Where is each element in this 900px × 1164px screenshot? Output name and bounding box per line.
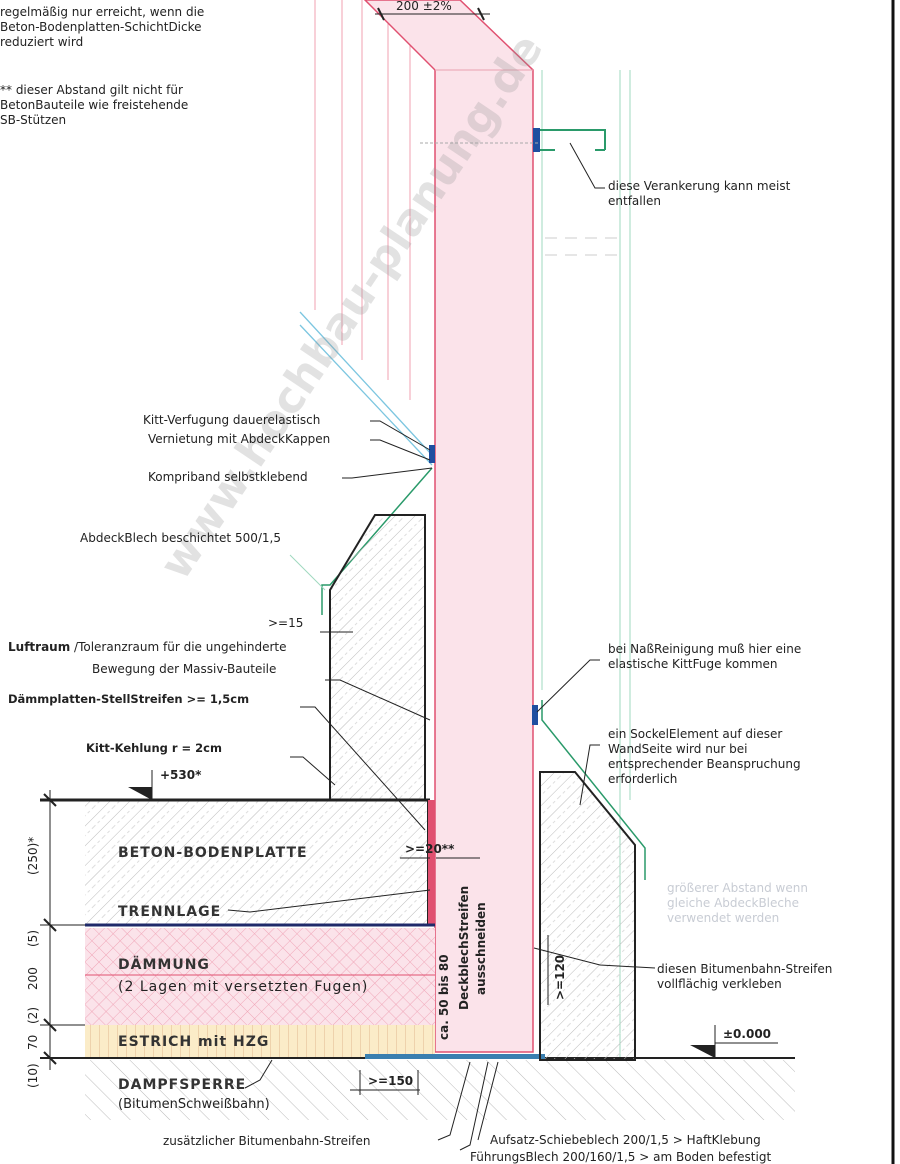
guide-lines (314, 0, 411, 400)
note-1: regelmäßig nur erreicht, wenn die Beton-… (0, 5, 204, 50)
layer-dampfsperre: DAMPFSPERRE (118, 1077, 247, 1093)
gap-20-dim: >=20** (405, 842, 455, 856)
anchor-label: diese Verankerung kann meist entfallen (608, 179, 790, 209)
layer-beton: BETON-BODENPLATTE (118, 845, 308, 861)
nass-label: bei NaßReinigung muß hier eine elastisch… (608, 642, 801, 672)
label-line: diesen Bitumenbahn-Streifen (657, 962, 833, 976)
label-line: verwendet werden (667, 911, 780, 925)
level-upper: +530* (160, 768, 202, 782)
level-zero: ±0.000 (723, 1027, 772, 1041)
height-120-dim: >=120 (553, 954, 567, 1000)
label-line: größerer Abstand wenn (667, 881, 808, 895)
layer-daemmung-note: (2 Lagen mit versetzten Fugen) (118, 979, 369, 995)
luftraum-label-2: Bewegung der Massiv-Bauteile (92, 662, 277, 676)
layer-daemmung: DÄMMUNG (118, 957, 210, 973)
fuehrung-label: FührungsBlech 200/160/1,5 > am Boden bef… (470, 1150, 772, 1164)
dim-70: 70 (26, 1034, 40, 1050)
insulation-layer (85, 928, 435, 1025)
bitumen-streifen-label: diesen Bitumenbahn-Streifen vollflächig … (657, 962, 832, 992)
zusaetzlich-label: zusätzlicher Bitumenbahn-Streifen (163, 1134, 371, 1148)
note-2: ** dieser Abstand gilt nicht für BetonBa… (0, 83, 188, 128)
note-line: SB-Stützen (0, 113, 67, 127)
dim-250: (250)* (26, 836, 40, 875)
note-line: BetonBauteile wie freistehende (0, 98, 189, 112)
label-line: elastische KittFuge kommen (608, 657, 778, 671)
label-line: ein SockelElement auf dieser (608, 727, 783, 741)
layer-estrich: ESTRICH mit HZG (118, 1034, 270, 1050)
label-line: bei NaßReinigung muß hier eine (608, 642, 802, 656)
gap-15-dim: >=15 (268, 616, 304, 630)
layer-dampfsperre-note: (BitumenSchweißbahn) (118, 1097, 270, 1112)
deckblech-label-2: ausschneiden (474, 902, 488, 995)
ground (85, 1060, 795, 1120)
label-line: diese Verankerung kann meist (608, 179, 791, 193)
label-line: vollflächig verkleben (657, 977, 782, 991)
concrete-slab (85, 800, 430, 925)
label-line: entsprechender Beanspruchung (608, 757, 801, 771)
kehlung-label: Kitt-Kehlung r = 2cm (86, 741, 222, 755)
daemm-streifen-label: Dämmplatten-StellStreifen >= 1,5cm (8, 692, 250, 706)
dim-2: (2) (26, 1007, 40, 1024)
dim-5: (5) (26, 930, 40, 947)
right-plinth (539, 771, 636, 1061)
anchor-bracket (540, 129, 606, 151)
label-line: erforderlich (608, 772, 678, 786)
aufsatz-label: Aufsatz-Schiebeblech 200/1,5 > HaftKlebu… (490, 1133, 761, 1147)
sockel-label: ein SockelElement auf dieser WandSeite w… (608, 727, 801, 787)
left-plinth (329, 514, 426, 801)
kitt-label: Kitt-Verfugung dauerelastisch (143, 413, 321, 427)
dim-10: (10) (26, 1063, 40, 1088)
screed-layer (85, 1025, 435, 1057)
niet-label: Vernietung mit AbdeckKappen (148, 432, 331, 446)
luftraum-label: Luftraum /Toleranzraum für die ungehinde… (8, 640, 287, 655)
note-line: reduziert wird (0, 35, 84, 49)
dim-200: 200 (26, 967, 40, 990)
abstand-label: größerer Abstand wenn gleiche AbdeckBlec… (667, 881, 808, 926)
note-line: regelmäßig nur erreicht, wenn die (0, 5, 205, 19)
wall-width-dim: 200 ±2% (396, 0, 452, 13)
cut-dim: ca. 50 bis 80 (437, 954, 451, 1040)
label-bold: Luftraum (8, 640, 71, 654)
deckblech-label-1: DeckblechStreifen (457, 885, 471, 1010)
note-line: ** dieser Abstand gilt nicht für (0, 83, 183, 97)
label-line: WandSeite wird nur bei (608, 742, 748, 756)
abdeck-label: AbdeckBlech beschichtet 500/1,5 (80, 531, 281, 545)
note-line: Beton-Bodenplatten-SchichtDicke (0, 20, 202, 34)
kompri-label: Kompriband selbstklebend (148, 470, 308, 484)
overlap-dim: >=150 (368, 1074, 414, 1088)
label-line: gleiche AbdeckBleche (667, 896, 799, 910)
layer-trennlage: TRENNLAGE (118, 904, 222, 920)
label-line: entfallen (608, 194, 661, 208)
label-text: /Toleranzraum für die ungehinderte (70, 640, 287, 654)
